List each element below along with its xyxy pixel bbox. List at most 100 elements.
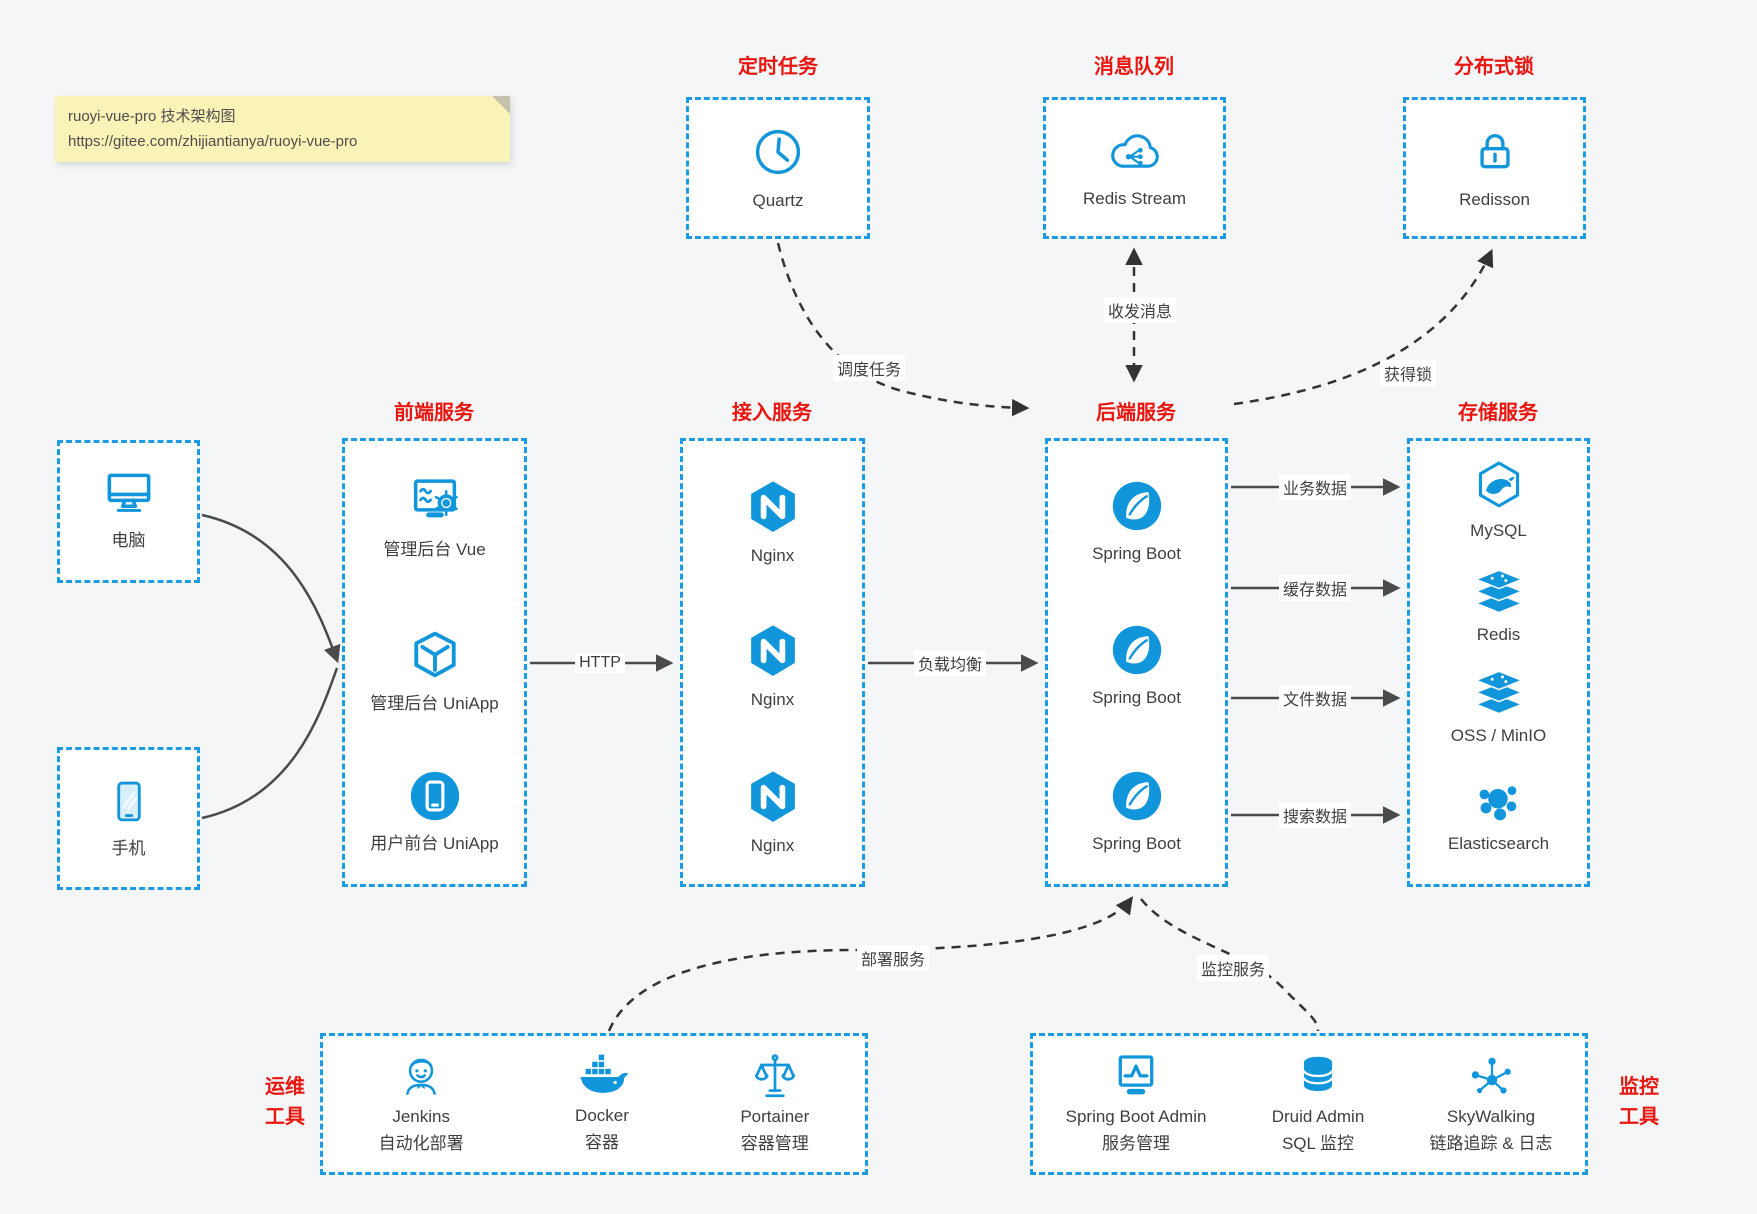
edge-label-schedule: 调度任务: [832, 355, 906, 381]
desktop-icon: [107, 473, 150, 512]
ops-item-jenkins: Jenkins 自动化部署: [379, 1052, 464, 1156]
monitoring-item-sba: Spring Boot Admin 服务管理: [1065, 1052, 1207, 1156]
edge-label-file-data: 文件数据: [1278, 685, 1352, 711]
group-title-distributed-lock: 分布式锁: [1454, 56, 1534, 78]
elasticsearch-icon: [1479, 786, 1516, 821]
ops-title-line1: 运维: [265, 1076, 305, 1098]
nginx-icon: [750, 625, 795, 676]
edge-label-lock: 获得锁: [1379, 360, 1437, 386]
access-item-nginx-3: Nginx: [683, 767, 862, 858]
cloud-stream-icon: [1110, 133, 1159, 168]
group-box-scheduled-tasks: Quartz: [686, 97, 870, 239]
docker-icon: [580, 1054, 629, 1093]
tool-desc: SQL 监控: [1281, 1134, 1355, 1153]
mysql-icon: [1478, 461, 1519, 508]
group-title-message-queue: 消息队列: [1094, 56, 1174, 78]
portainer-scales-icon: [754, 1054, 795, 1098]
frontend-item-vue-admin: 管理后台 Vue: [345, 475, 524, 562]
edge-label-monitor: 监控服务: [1196, 955, 1270, 981]
ops-item-docker: Docker 容器: [575, 1053, 629, 1155]
skywalking-icon: [1471, 1057, 1511, 1094]
storage-item-elasticsearch: Elasticsearch: [1410, 779, 1587, 856]
clock-icon: [755, 129, 801, 174]
item-label: Spring Boot: [1092, 688, 1181, 707]
group-box-distributed-lock: Redisson: [1403, 97, 1586, 239]
access-item-nginx-1: Nginx: [683, 477, 862, 568]
oss-minio-icon: [1473, 670, 1524, 715]
storage-item-redis: Redis: [1410, 568, 1587, 647]
ops-tools-box: Jenkins 自动化部署 Docker 容器: [320, 1033, 868, 1175]
item-label: OSS / MinIO: [1450, 726, 1547, 745]
cube-icon: [413, 631, 456, 678]
tool-name: Jenkins: [392, 1107, 450, 1126]
edge-label-business-data: 业务数据: [1278, 474, 1352, 500]
backend-item-springboot-1: Spring Boot: [1048, 477, 1225, 566]
edge-label-cache-data: 缓存数据: [1278, 575, 1352, 601]
column-title-storage: 存储服务: [1458, 402, 1538, 424]
item-label: Nginx: [750, 836, 795, 855]
edge-pc-to-frontend: [201, 513, 341, 664]
edge-label-search-data: 搜索数据: [1278, 802, 1352, 828]
spring-boot-icon: [1112, 771, 1161, 821]
user-app-icon: [410, 771, 459, 821]
jenkins-icon: [406, 1058, 436, 1095]
frontend-item-uniapp-user: 用户前台 UniApp: [345, 767, 524, 856]
edge-label-load-balance: 负载均衡: [913, 650, 987, 676]
item-label: Redis: [1476, 625, 1521, 644]
edge-lock: [1233, 248, 1494, 406]
client-label: 电脑: [111, 531, 146, 550]
item-label: 管理后台 Vue: [383, 540, 486, 559]
note-title: ruoyi-vue-pro 技术架构图: [68, 108, 236, 125]
backend-item-springboot-2: Spring Boot: [1048, 621, 1225, 710]
column-box-access: Nginx Nginx Nginx: [680, 438, 865, 887]
tool-name: Spring Boot Admin: [1065, 1107, 1207, 1126]
client-box-mobile: 手机: [57, 747, 200, 890]
item-label: Nginx: [750, 546, 795, 565]
item-label: Spring Boot: [1092, 834, 1181, 853]
monitoring-tools-box: Spring Boot Admin 服务管理 Druid Admin SQL 监…: [1030, 1033, 1588, 1175]
access-item-nginx-2: Nginx: [683, 621, 862, 712]
tool-name: Druid Admin: [1271, 1107, 1365, 1126]
tool-desc: 自动化部署: [378, 1134, 464, 1153]
redis-icon: [1473, 569, 1524, 614]
edge-phone-to-frontend: [201, 667, 339, 820]
client-label: 手机: [111, 839, 146, 858]
column-title-frontend: 前端服务: [394, 402, 474, 424]
tool-name: Docker: [575, 1106, 629, 1125]
tool-desc: 服务管理: [1102, 1134, 1171, 1153]
monitoring-title-line2: 工具: [1619, 1106, 1659, 1128]
storage-item-mysql: MySQL: [1410, 458, 1587, 543]
ops-title-line2: 工具: [265, 1106, 305, 1128]
druid-database-icon: [1302, 1056, 1334, 1092]
backend-item-springboot-3: Spring Boot: [1048, 767, 1225, 856]
lock-icon: [1479, 133, 1510, 168]
note-url: https://gitee.com/zhijiantianya/ruoyi-vu…: [68, 133, 358, 150]
tool-name: Portainer: [740, 1107, 810, 1126]
column-box-frontend: 管理后台 Vue 管理后台 UniApp 用户前台 UniApp: [342, 438, 527, 887]
item-label: Quartz: [752, 190, 804, 210]
monitoring-item-skywalking: SkyWalking 链路追踪 & 日志: [1429, 1052, 1553, 1156]
ops-item-portainer: Portainer 容器管理: [740, 1052, 809, 1156]
item-label: 管理后台 UniApp: [370, 694, 499, 713]
monitoring-title-line1: 监控: [1619, 1076, 1659, 1098]
client-box-pc: 电脑: [57, 440, 200, 583]
nginx-icon: [750, 481, 795, 532]
sticky-note: ruoyi-vue-pro 技术架构图 https://gitee.com/zh…: [55, 96, 510, 162]
item-label: Redisson: [1459, 189, 1530, 209]
group-box-message-queue: Redis Stream: [1043, 97, 1226, 239]
column-box-storage: MySQL Redis OSS / Mi: [1407, 438, 1590, 887]
monitoring-tools-title: 监控 工具: [1600, 1072, 1678, 1132]
tool-desc: 容器: [584, 1133, 619, 1152]
edge-schedule: [776, 242, 1030, 417]
item-label: 用户前台 UniApp: [370, 834, 499, 853]
spring-boot-admin-icon: [1118, 1055, 1154, 1095]
item-label: MySQL: [1470, 521, 1527, 540]
ops-tools-title: 运维 工具: [246, 1072, 324, 1132]
tool-desc: 链路追踪 & 日志: [1429, 1134, 1553, 1153]
spring-boot-icon: [1112, 481, 1161, 531]
edge-label-message: 收发消息: [1103, 297, 1177, 323]
phone-icon: [116, 781, 141, 822]
item-label: Elasticsearch: [1447, 834, 1550, 853]
monitoring-item-druid: Druid Admin SQL 监控: [1271, 1052, 1365, 1156]
